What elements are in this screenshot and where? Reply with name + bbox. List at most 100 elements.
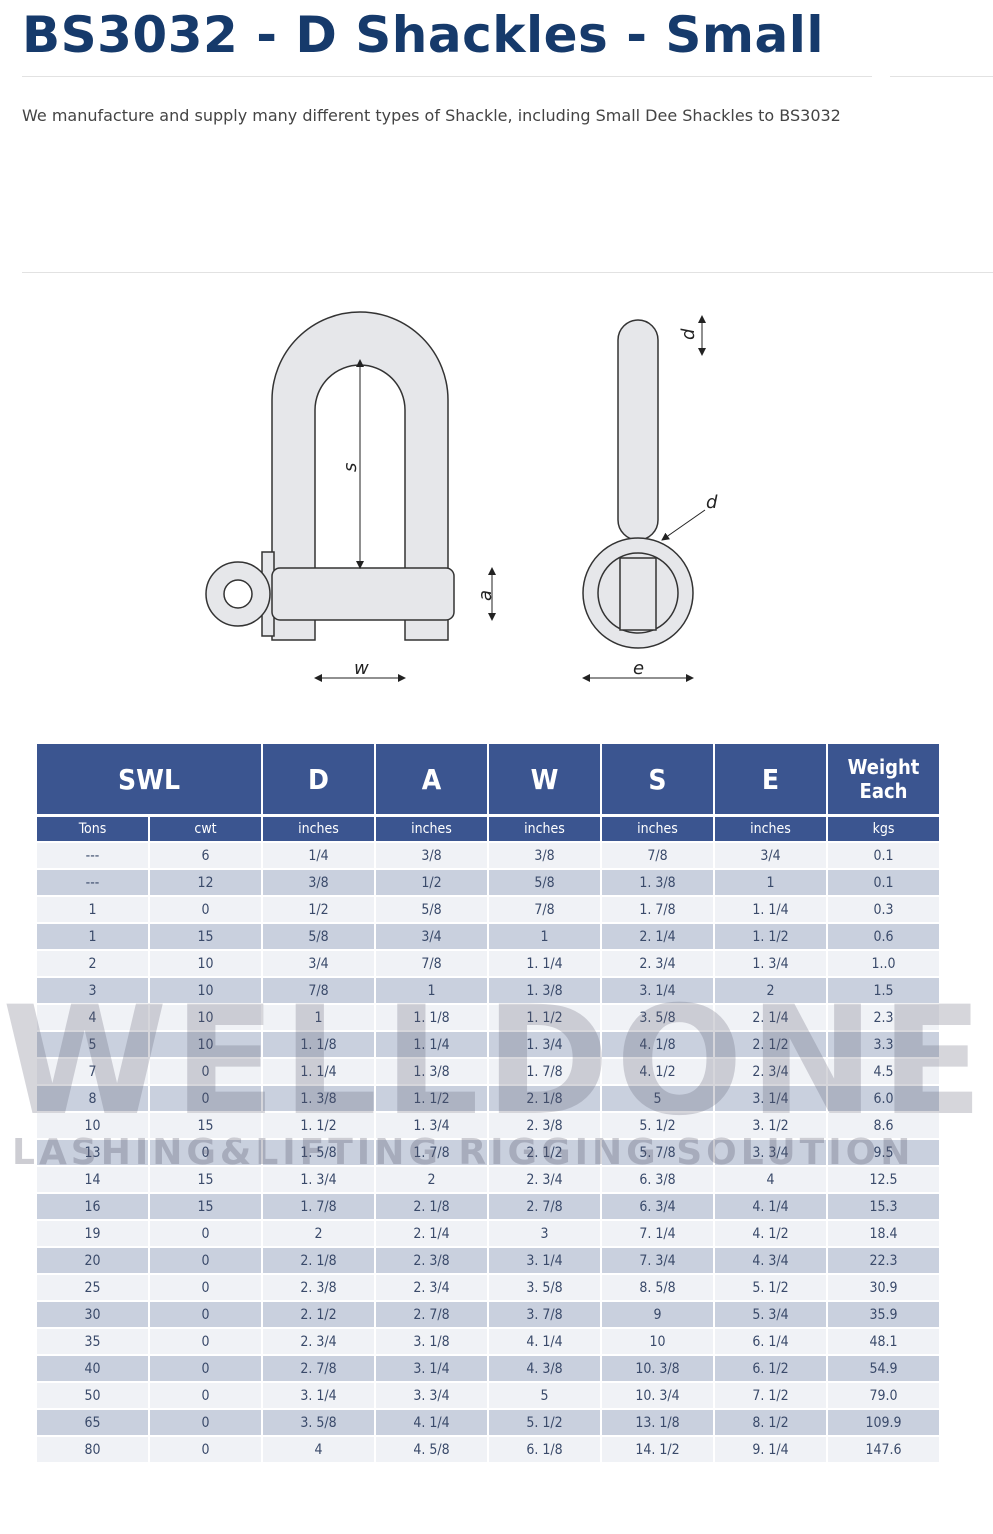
table-cell: 5/8 (489, 870, 600, 897)
table-cell: 35 (37, 1329, 148, 1356)
table-cell: 1. 7/8 (263, 1194, 374, 1221)
table-cell: 0 (150, 1383, 261, 1410)
table-cell: 1.5 (828, 978, 939, 1005)
table-cell: 3/4 (715, 843, 826, 870)
header-w: W (489, 744, 600, 817)
table-cell: 5 (37, 1032, 148, 1059)
table-cell: 10. 3/8 (602, 1356, 713, 1383)
table-cell: 1. 1/4 (376, 1032, 487, 1059)
unit-cell: inches (263, 817, 374, 843)
table-cell: 1. 7/8 (602, 897, 713, 924)
table-cell: 12 (150, 870, 261, 897)
table-cell: 22.3 (828, 1248, 939, 1275)
unit-cell: cwt (150, 817, 261, 843)
table-cell: 54.9 (828, 1356, 939, 1383)
table-cell: 6. 1/2 (715, 1356, 826, 1383)
table-cell: 2. 3/8 (376, 1248, 487, 1275)
table-cell: 5. 3/4 (715, 1302, 826, 1329)
table-cell: 2. 7/8 (263, 1356, 374, 1383)
unit-cell: inches (376, 817, 487, 843)
table-cell: 1 (37, 924, 148, 951)
table-cell: 4. 1/2 (602, 1059, 713, 1086)
table-cell: 65 (37, 1410, 148, 1437)
header-a: A (376, 744, 487, 817)
table-cell: 6. 1/8 (489, 1437, 600, 1464)
table-cell: 6. 1/4 (715, 1329, 826, 1356)
table-cell: 2. 1/2 (263, 1302, 374, 1329)
table-cell: 0 (150, 897, 261, 924)
table-cell: --- (37, 843, 148, 870)
table-cell: 6 (150, 843, 261, 870)
table-cell: 1/2 (376, 870, 487, 897)
table-cell: 3 (489, 1221, 600, 1248)
table-cell: 6.0 (828, 1086, 939, 1113)
table-cell: 4 (715, 1167, 826, 1194)
table-cell: 3. 1/4 (715, 1086, 826, 1113)
table-cell: 2. 1/4 (715, 1005, 826, 1032)
table-cell: 4. 1/8 (602, 1032, 713, 1059)
table-cell: 0 (150, 1302, 261, 1329)
table-cell: 15 (150, 1113, 261, 1140)
table-cell: 3. 1/4 (489, 1248, 600, 1275)
table-cell: 2. 1/4 (376, 1221, 487, 1248)
table-cell: 2. 3/4 (376, 1275, 487, 1302)
table-cell: 7/8 (602, 843, 713, 870)
table-cell: 1. 3/4 (263, 1167, 374, 1194)
table-cell: 35.9 (828, 1302, 939, 1329)
table-cell: 1. 1/2 (715, 924, 826, 951)
table-cell: 1. 3/8 (376, 1059, 487, 1086)
table-cell: 4. 3/8 (489, 1356, 600, 1383)
table-cell: 9.5 (828, 1140, 939, 1167)
table-cell: 9. 1/4 (715, 1437, 826, 1464)
table-cell: 1 (489, 924, 600, 951)
divider (890, 76, 993, 77)
table-cell: 7 (37, 1059, 148, 1086)
header-e: E (715, 744, 826, 817)
table-cell: 5. 1/2 (489, 1410, 600, 1437)
table-cell: 3. 3/4 (376, 1383, 487, 1410)
table-cell: 3/8 (263, 870, 374, 897)
table-cell: 5 (489, 1383, 600, 1410)
table-cell: 3/8 (489, 843, 600, 870)
table-cell: 80 (37, 1437, 148, 1464)
table-cell: 0 (150, 1221, 261, 1248)
table-cell: 1. 7/8 (376, 1140, 487, 1167)
table-cell: 1. 1/2 (489, 1005, 600, 1032)
table-cell: 2. 3/4 (715, 1059, 826, 1086)
table-cell: 10 (150, 951, 261, 978)
table-cell: 3. 1/4 (602, 978, 713, 1005)
table-cell: 2. 3/8 (263, 1275, 374, 1302)
table-cell: 20 (37, 1248, 148, 1275)
shackle-diagram: s a w d d e (205, 311, 718, 682)
table-cell: 1. 3/4 (489, 1032, 600, 1059)
table-cell: 4.5 (828, 1059, 939, 1086)
table-cell: 10 (37, 1113, 148, 1140)
table-cell: 4. 1/4 (489, 1329, 600, 1356)
table-cell: 4 (37, 1005, 148, 1032)
table-cell: 13. 1/8 (602, 1410, 713, 1437)
unit-cell: inches (715, 817, 826, 843)
table-cell: 4. 1/4 (715, 1194, 826, 1221)
table-cell: 48.1 (828, 1329, 939, 1356)
table-cell: 6. 3/4 (602, 1194, 713, 1221)
table-cell: 40 (37, 1356, 148, 1383)
label-d-side: d (706, 492, 718, 513)
table-cell: 7/8 (489, 897, 600, 924)
table-cell: 4. 3/4 (715, 1248, 826, 1275)
page-title: BS3032 - D Shackles - Small (22, 6, 825, 64)
label-e: e (633, 658, 644, 679)
divider (22, 76, 872, 77)
table-cell: 3. 5/8 (602, 1005, 713, 1032)
table-cell: 1. 1/8 (263, 1032, 374, 1059)
